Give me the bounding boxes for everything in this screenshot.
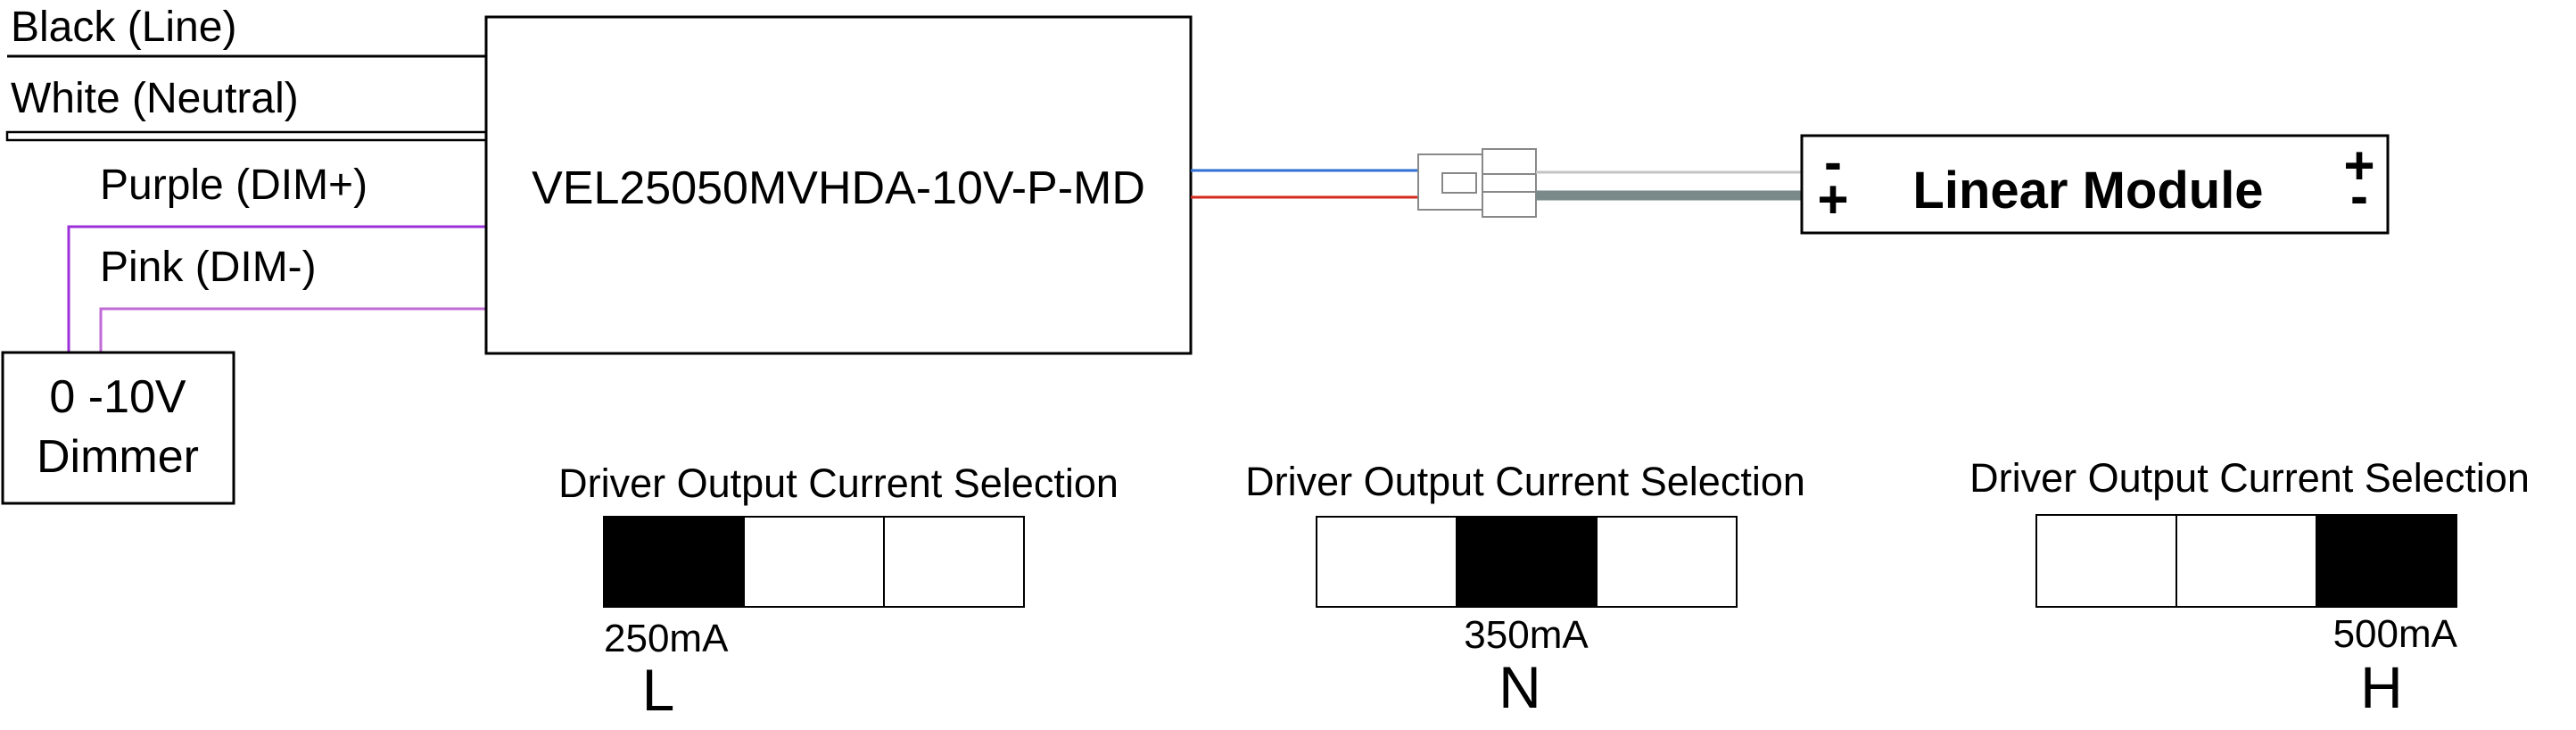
selection-cell (883, 516, 1025, 608)
pink-dim-minus-wire (99, 307, 486, 353)
current-selection-group-1: Driver Output Current Selection 250mA L (558, 460, 1119, 723)
dimmer-box: 0 -10V Dimmer (1, 351, 235, 505)
dimmer-label-line2: Dimmer (37, 431, 199, 483)
purple-wire-label: Purple (DIM+) (100, 162, 367, 209)
module-left-plus: + (1817, 170, 1848, 229)
selection-cell (1596, 516, 1738, 608)
linear-module-box: - + Linear Module + - (1800, 132, 2390, 235)
pink-wire-label: Pink (DIM-) (100, 244, 317, 291)
black-wire-label: Black (Line) (11, 4, 236, 51)
selection-code-label: H (2360, 654, 2403, 720)
current-selection-group-2: Driver Output Current Selection 350mA N (1245, 459, 1805, 720)
white-neutral-wire (5, 130, 488, 142)
selection-cell (2035, 514, 2177, 608)
purple-dim-plus-wire (67, 225, 486, 353)
selection-cell (743, 516, 885, 608)
selection-title: Driver Output Current Selection (1969, 455, 2530, 501)
selection-current-label: 500mA (2333, 612, 2458, 656)
selection-cell (1456, 516, 1598, 608)
driver-model-label: VEL25050MVHDA-10V-P-MD (532, 162, 1145, 214)
module-left-minus: - (1824, 132, 1842, 192)
wire-connector (1417, 148, 1537, 218)
dimmer-label-line1: 0 -10V (49, 371, 186, 423)
current-selection-group-3: Driver Output Current Selection 500mA H (1969, 455, 2530, 720)
selection-cell (2176, 514, 2317, 608)
selection-cell (1316, 516, 1457, 608)
selection-current-label: 350mA (1464, 613, 1589, 657)
selection-cell (2316, 514, 2457, 608)
module-right-plus: + (2343, 136, 2374, 195)
selection-title: Driver Output Current Selection (1245, 459, 1805, 504)
white-wire-label: White (Neutral) (11, 75, 299, 122)
selection-code-label: N (1499, 654, 1541, 720)
selection-current-label: 250mA (604, 617, 729, 660)
selection-code-label: L (642, 657, 675, 723)
selection-title: Driver Output Current Selection (558, 460, 1119, 506)
module-title: Linear Module (1912, 162, 2263, 220)
driver-box: VEL25050MVHDA-10V-P-MD (484, 15, 1193, 355)
selection-cell (603, 516, 745, 608)
module-right-minus: - (2350, 166, 2368, 226)
